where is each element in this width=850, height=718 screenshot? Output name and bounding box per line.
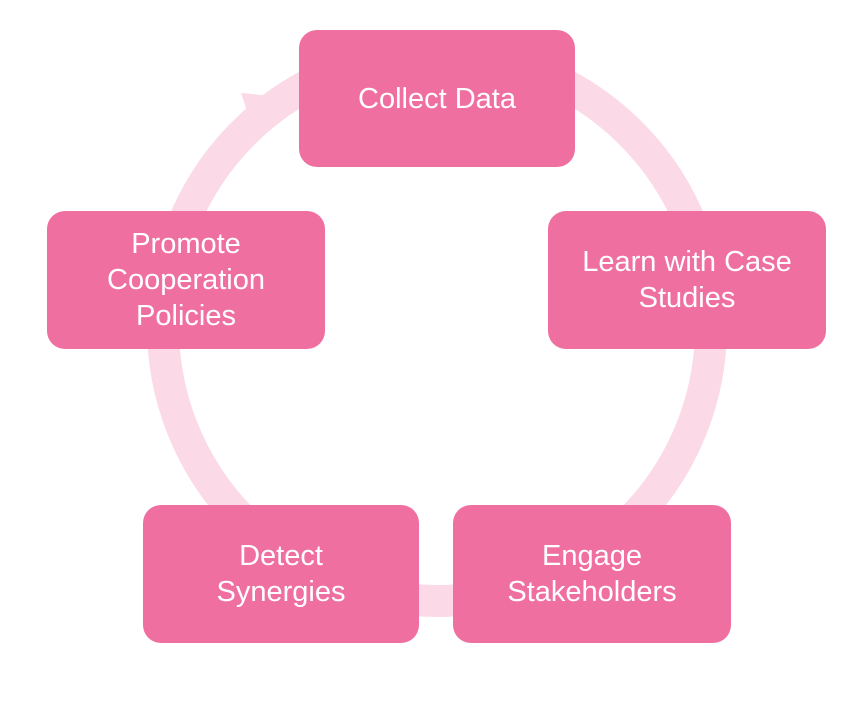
step-promote-cooperation-policies-label: Promote Cooperation Policies (107, 228, 265, 332)
step-promote-cooperation-policies: Promote Cooperation Policies (47, 211, 325, 349)
step-collect-data-label: Collect Data (358, 82, 516, 115)
ring-arrowhead (241, 93, 290, 138)
step-collect-data: Collect Data (299, 30, 575, 167)
step-learn-with-case-studies: Learn with Case Studies (548, 211, 826, 349)
step-detect-synergies-label: Detect Synergies (216, 540, 346, 608)
step-engage-stakeholders-label: Engage Stakeholders (507, 540, 677, 608)
step-detect-synergies: Detect Synergies (143, 505, 419, 643)
step-engage-stakeholders: Engage Stakeholders (453, 505, 731, 643)
step-learn-with-case-studies-label: Learn with Case Studies (582, 246, 792, 314)
